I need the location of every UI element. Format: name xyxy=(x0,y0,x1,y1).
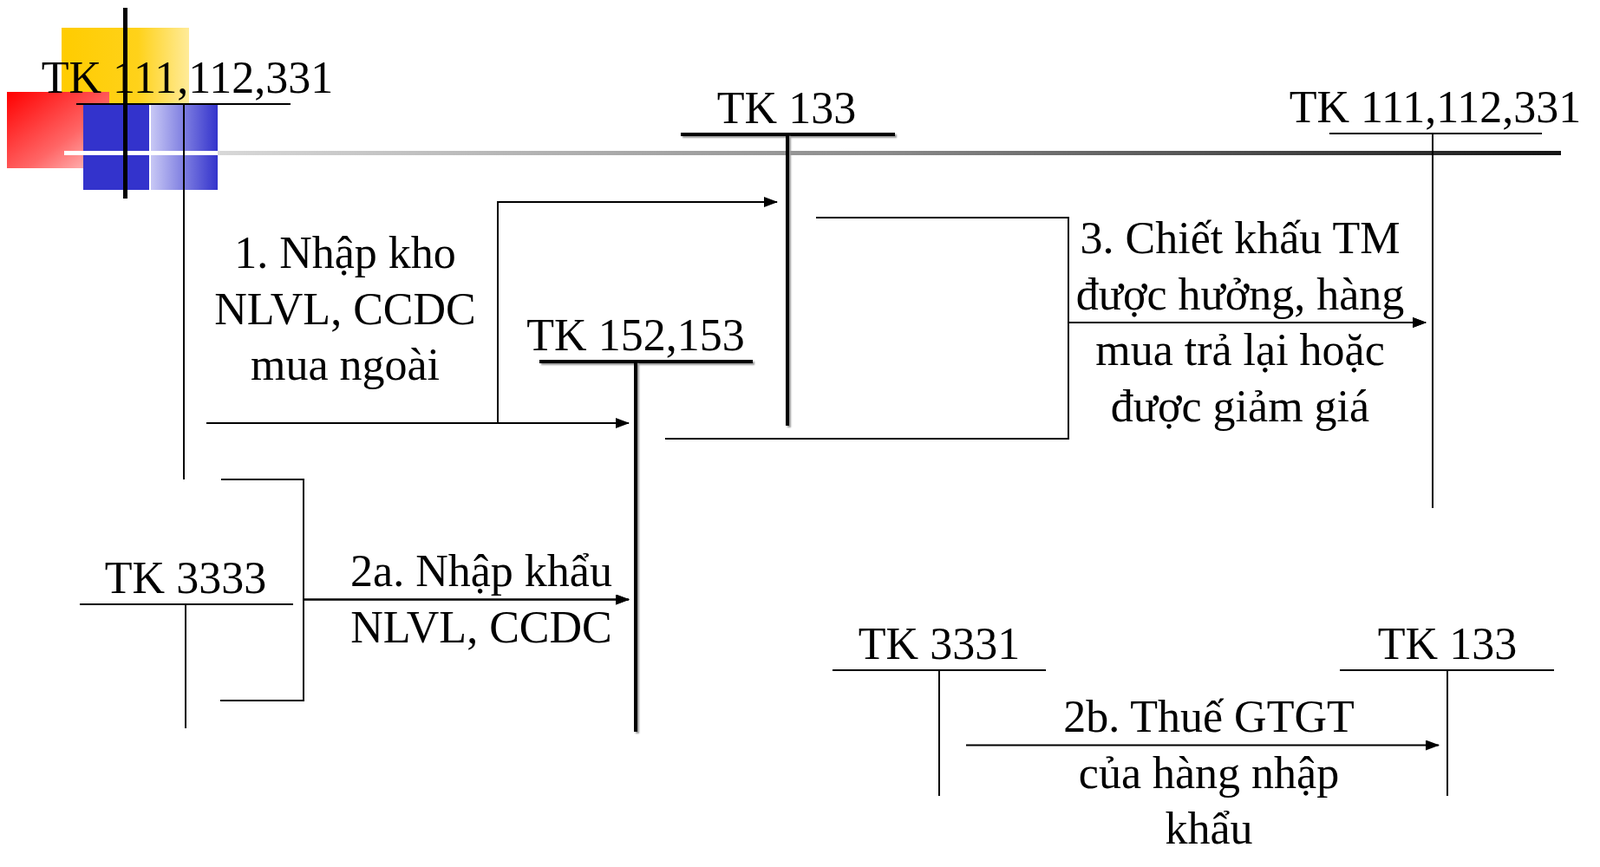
account-title: TK 152,153 xyxy=(526,309,745,362)
deco-line xyxy=(64,150,218,156)
account-stem xyxy=(182,104,185,480)
deco-square xyxy=(83,104,150,190)
t-account: TK 133 xyxy=(1339,618,1555,797)
account-title: TK 133 xyxy=(717,82,856,135)
t-account: TK 152,153 xyxy=(539,309,753,732)
connector xyxy=(206,202,778,424)
account-underline xyxy=(1329,132,1542,135)
account-title: TK 111,112,331 xyxy=(41,52,334,105)
connector xyxy=(966,744,1439,747)
edge-label: 2a. Nhập khẩu NLVL, CCDC xyxy=(350,546,613,653)
account-stem xyxy=(785,134,790,426)
edge-label-box: 1. Nhập kho NLVL, CCDC mua ngoài xyxy=(197,225,493,394)
edge-label-box: 2a. Nhập khẩu NLVL, CCDC xyxy=(333,543,629,656)
account-title: TK 3331 xyxy=(858,618,1020,671)
edge-label-box: 3. Chiết khấu TM được hưởng, hàng mua tr… xyxy=(1071,210,1410,435)
account-stem xyxy=(1431,133,1434,509)
account-stem xyxy=(1446,670,1449,797)
t-account: TK 133 xyxy=(680,82,895,426)
account-stem xyxy=(938,670,941,797)
account-title: TK 133 xyxy=(1377,618,1517,671)
account-title: TK 3333 xyxy=(104,552,267,605)
account-stem xyxy=(633,361,638,732)
edge-label: 1. Nhập kho NLVL, CCDC mua ngoài xyxy=(214,228,476,390)
account-underline xyxy=(539,359,753,364)
account-stem xyxy=(184,604,187,729)
account-title: TK 111,112,331 xyxy=(1289,81,1582,134)
edge-label: 2b. Thuế GTGT của hàng nhập khẩu xyxy=(1063,692,1355,854)
t-account: TK 3333 xyxy=(79,552,294,729)
account-underline xyxy=(79,603,294,606)
edge-label: 3. Chiết khấu TM được hưởng, hàng mua tr… xyxy=(1076,213,1405,432)
t-account: TK 3331 xyxy=(832,618,1046,797)
deco-line xyxy=(217,150,1561,156)
edge-label-box: 2b. Thuế GTGT của hàng nhập khẩu xyxy=(1050,689,1368,858)
